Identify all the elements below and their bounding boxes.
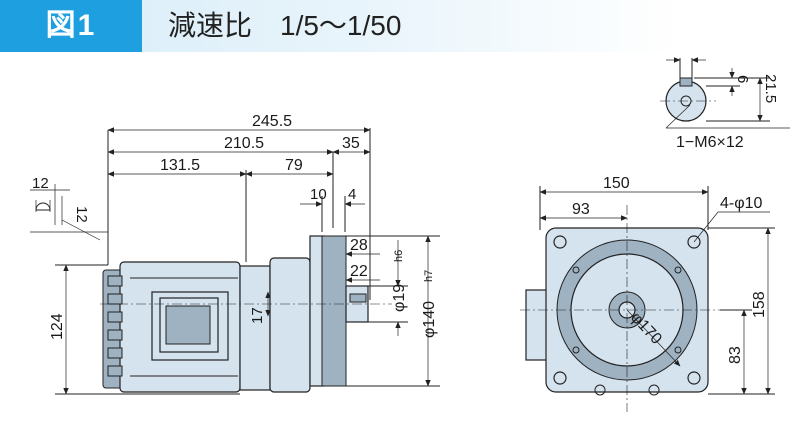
dim-terminal-height: 12 bbox=[73, 206, 90, 223]
flange-view: 150 93 4-φ10 φ170 158 83 bbox=[520, 175, 775, 412]
dim-shaft-height: 21.5 bbox=[762, 74, 779, 103]
dim-axis-offset: 17 bbox=[249, 307, 266, 324]
bolt-holes-note: 4-φ10 bbox=[720, 195, 763, 212]
shaft-end-detail: 6 6 21.5 1−M6×12 bbox=[660, 52, 790, 151]
dim-shaft-step: 22 bbox=[350, 263, 368, 280]
dim-overall-length: 245.5 bbox=[252, 113, 292, 130]
dim-flange-offset: 10 bbox=[310, 186, 327, 203]
figure-badge: 図1 bbox=[0, 0, 142, 52]
dim-center-height: 83 bbox=[727, 346, 744, 364]
dim-shaft-extension: 35 bbox=[342, 135, 360, 152]
dim-reducer-part: 79 bbox=[285, 157, 303, 174]
dim-total-height: 124 bbox=[49, 313, 66, 340]
dim-motor-part: 131.5 bbox=[160, 157, 200, 174]
dim-body-length: 210.5 bbox=[224, 135, 264, 152]
dim-half-width: 93 bbox=[572, 201, 590, 218]
tap-note: 1−M6×12 bbox=[676, 134, 744, 151]
dim-key-length: 28 bbox=[350, 237, 368, 254]
dim-flange-height: 158 bbox=[751, 291, 768, 318]
dim-shaft-diameter: φ19 bbox=[391, 284, 408, 312]
dim-flange-thickness: 4 bbox=[348, 186, 356, 203]
dim-flange-width: 150 bbox=[603, 175, 630, 192]
dim-key-width: 6 bbox=[677, 52, 685, 56]
dim-spigot-diameter: φ140 bbox=[421, 301, 438, 338]
reduction-ratio-title: 減速比 1/5～1/50 bbox=[168, 10, 402, 41]
dim-terminal-width: 12 bbox=[32, 175, 49, 192]
header-bar: 図1 減速比 1/5～1/50 bbox=[0, 0, 800, 52]
dim-spigot-fit: h7 bbox=[423, 270, 435, 282]
side-view: 245.5 210.5 35 131.5 79 10 4 12 12 124 bbox=[30, 113, 440, 395]
dim-key-depth: 6 bbox=[734, 75, 751, 83]
dim-shaft-fit: h6 bbox=[393, 250, 405, 262]
dimension-drawing: 245.5 210.5 35 131.5 79 10 4 12 12 124 bbox=[30, 52, 790, 412]
